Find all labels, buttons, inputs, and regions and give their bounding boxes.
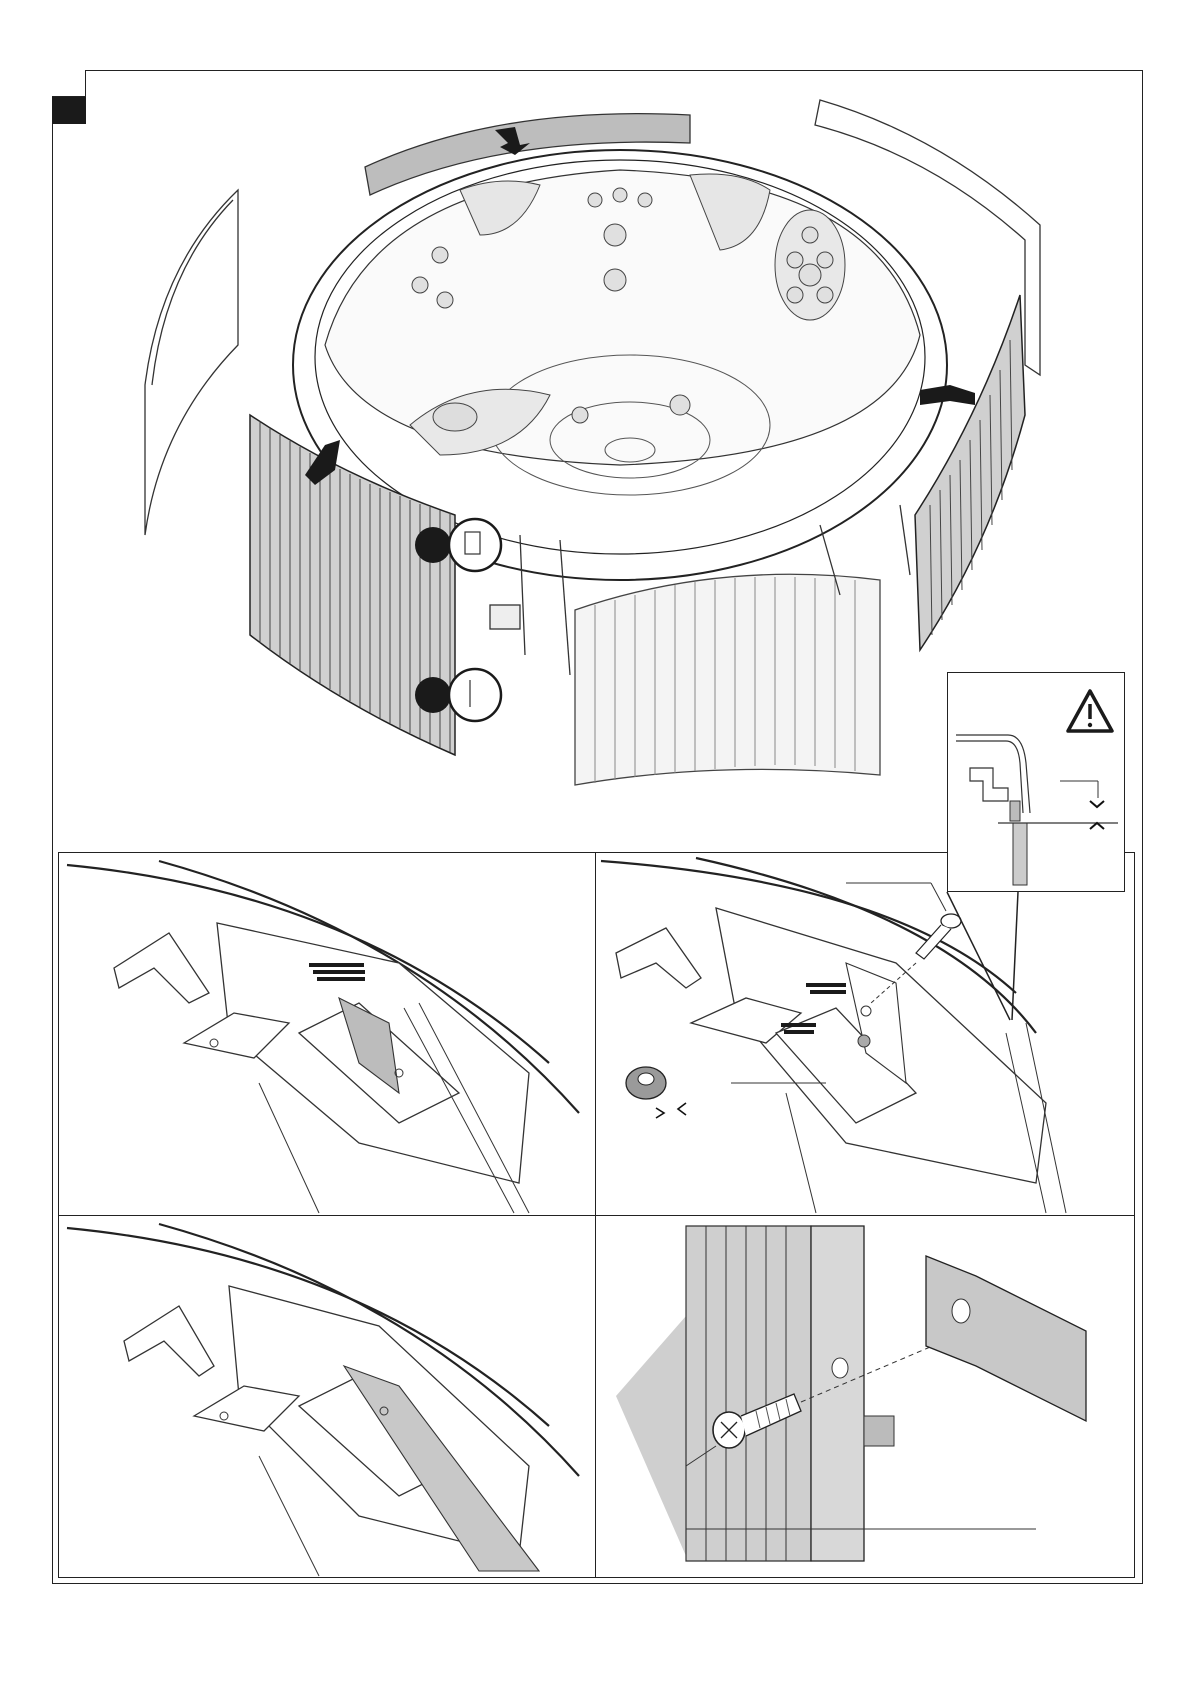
skirt-panel-front (575, 574, 880, 785)
spacer-washer-icon (626, 1067, 666, 1099)
step-number-box (52, 70, 86, 97)
detail-panel-slide-in (59, 853, 596, 1216)
warning-inset (947, 672, 1125, 892)
skirt-panel-back-left (145, 190, 238, 535)
detail-panel-screw-fasten (596, 1216, 1134, 1577)
step-marker (52, 97, 86, 124)
detail-panel-seated (59, 1216, 596, 1577)
spa-tub-illustration (120, 95, 1080, 795)
warning-triangle-icon (1068, 691, 1112, 731)
